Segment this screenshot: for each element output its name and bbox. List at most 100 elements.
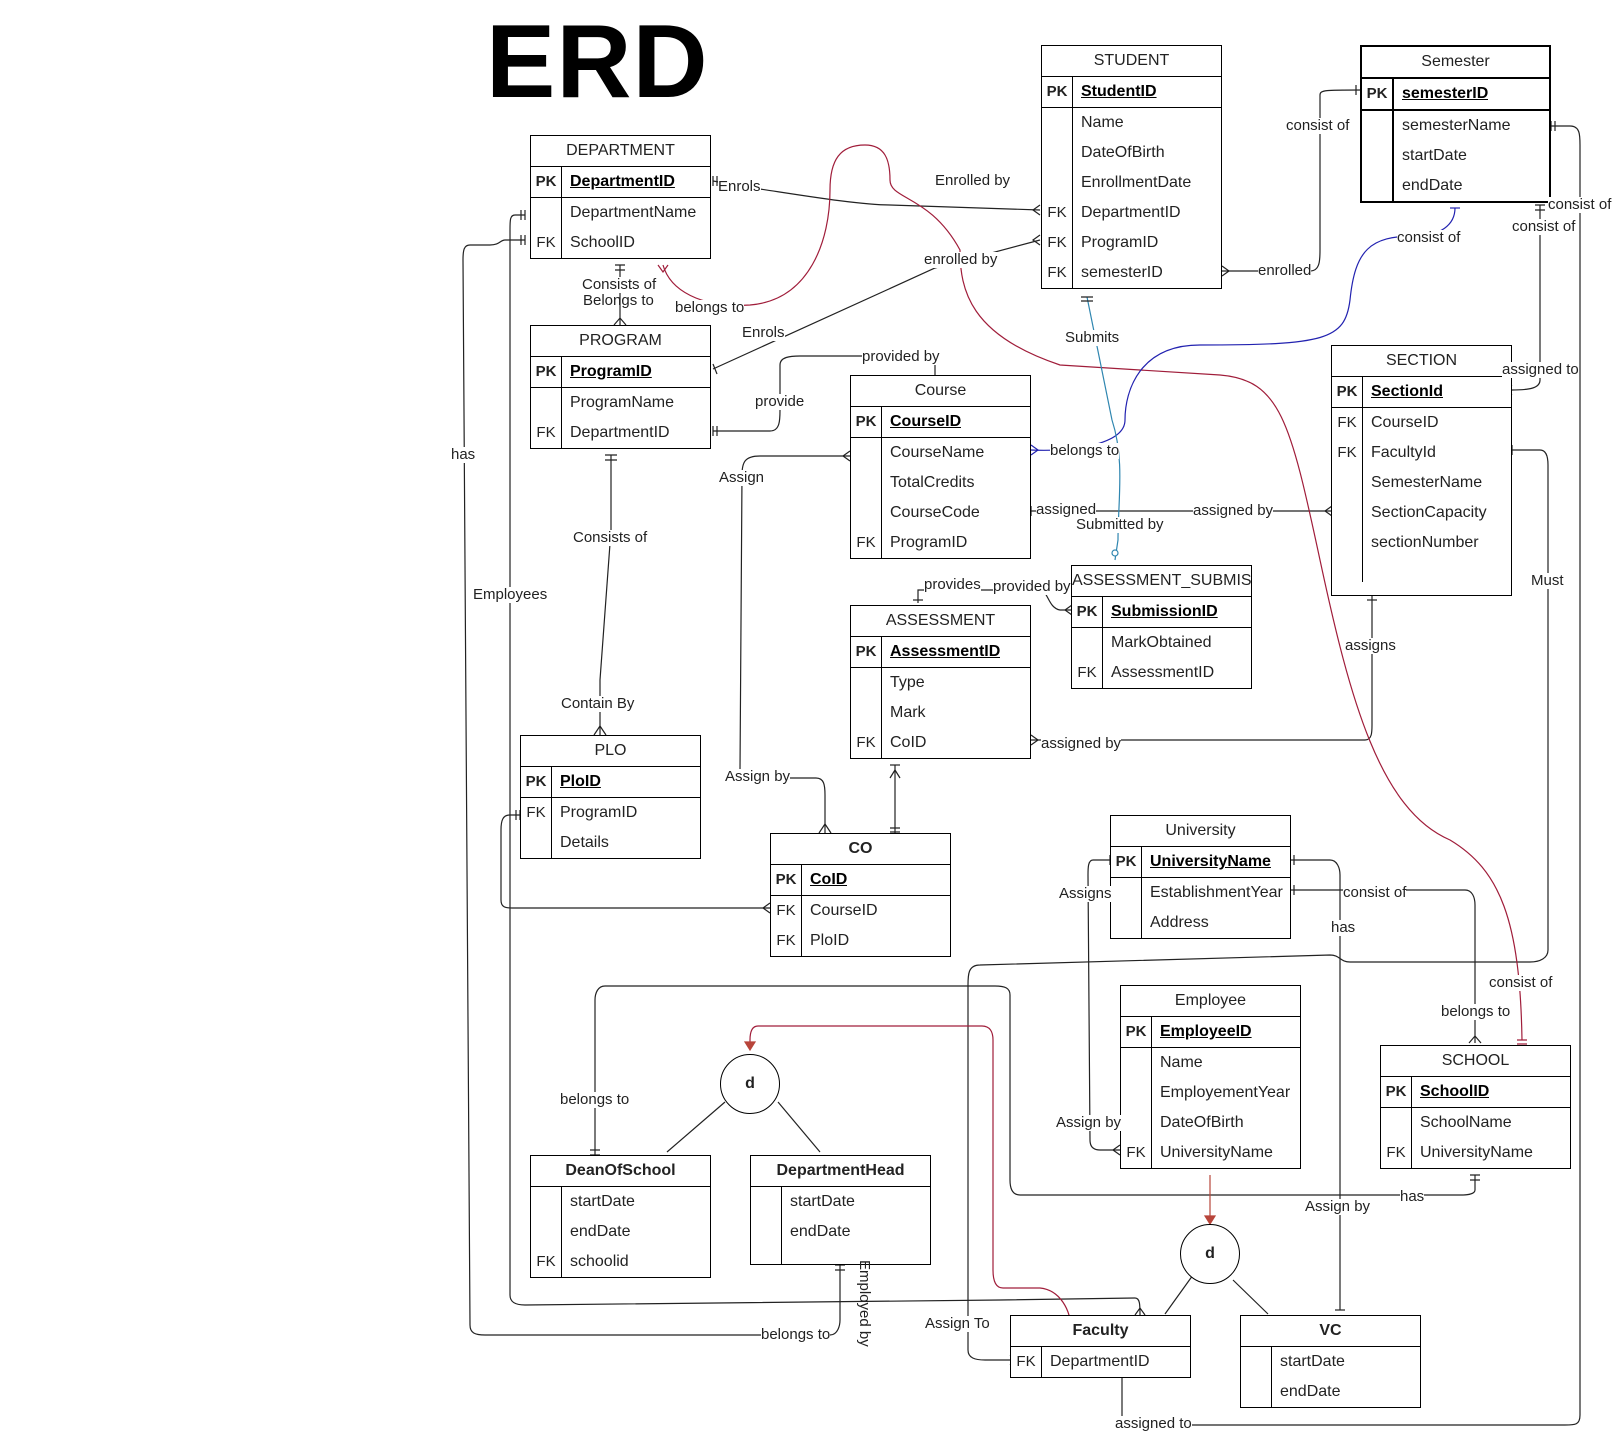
key-cell: FK — [1011, 1347, 1042, 1377]
field-name: UniversityName — [1420, 1144, 1533, 1161]
field-name: CourseID — [890, 413, 962, 430]
table-header: SCHOOL — [1381, 1046, 1570, 1077]
vc-table[interactable]: VC startDate endDate — [1240, 1315, 1421, 1408]
relationship-label: assigned to — [1502, 361, 1579, 378]
field-name: TotalCredits — [890, 474, 975, 491]
relationship-label: consist of — [1548, 196, 1612, 213]
relationship-label: consist of — [1286, 117, 1350, 134]
key-cell — [1042, 138, 1073, 168]
key-cell: FK — [851, 528, 882, 558]
key-cell — [1332, 468, 1363, 498]
field-name: CourseID — [810, 902, 878, 919]
field-name: startDate — [790, 1193, 855, 1210]
field-name: CoID — [810, 871, 848, 888]
table-header: DepartmentHead — [751, 1156, 930, 1187]
field-name: endDate — [1402, 177, 1463, 194]
table-header: ASSESSMENT — [851, 606, 1030, 637]
field-name: DateOfBirth — [1081, 144, 1165, 161]
field-name: CourseCode — [890, 504, 980, 521]
table-header: CO — [771, 834, 950, 865]
relationship-label: Enrols — [718, 178, 761, 195]
relationship-label: consist of — [1343, 884, 1407, 901]
relationship-label: Assign — [719, 469, 765, 486]
field-name: startDate — [1402, 147, 1467, 164]
table-header: Employee — [1121, 986, 1300, 1017]
key-cell — [521, 828, 552, 858]
faculty-table[interactable]: Faculty FK DepartmentID — [1010, 1315, 1191, 1378]
key-cell — [1381, 1108, 1412, 1138]
field-name: CoID — [890, 734, 927, 751]
field-name: DepartmentID — [1050, 1353, 1150, 1370]
relationship-label: Belongs to — [583, 292, 654, 309]
field-name: endDate — [570, 1223, 631, 1240]
field-name: EnrollmentDate — [1081, 174, 1192, 191]
relationship-label: Contain By — [561, 695, 635, 712]
key-cell: PK — [531, 357, 562, 387]
key-cell — [1111, 878, 1142, 908]
field-name: SectionCapacity — [1371, 504, 1487, 521]
relationship-label: provides — [924, 576, 981, 593]
field-name: ProgramName — [570, 394, 675, 411]
relationship-label: Submitted by — [1076, 516, 1164, 533]
field-name: MarkObtained — [1111, 634, 1212, 651]
key-cell: FK — [771, 896, 802, 926]
field-name: Type — [890, 674, 925, 691]
field-name: EmployeeID — [1160, 1023, 1252, 1040]
field-name: startDate — [570, 1193, 635, 1210]
field-name: semesterID — [1081, 264, 1163, 281]
field-name: ProgramID — [570, 363, 652, 380]
key-cell: FK — [521, 798, 552, 828]
key-cell: PK — [851, 637, 882, 667]
relationship-label: Must — [1531, 572, 1564, 589]
field-name: DepartmentID — [570, 173, 675, 190]
key-cell — [1072, 628, 1103, 658]
field-name: SectionId — [1371, 383, 1444, 400]
relationship-label: provided by — [993, 578, 1071, 595]
disjoint-circle: d — [1180, 1224, 1240, 1284]
key-cell: FK — [1042, 228, 1073, 258]
table-header: ASSESSMENT_SUBMISSION — [1072, 566, 1251, 597]
field-name: SchoolID — [570, 234, 635, 251]
key-cell — [1042, 108, 1073, 138]
key-cell — [751, 1217, 782, 1247]
field-name: StudentID — [1081, 83, 1157, 100]
key-cell — [1121, 1078, 1152, 1108]
key-cell — [851, 468, 882, 498]
table-header: DEPARTMENT — [531, 136, 710, 167]
relationship-label: Consists of — [573, 529, 648, 546]
key-cell — [1332, 498, 1363, 528]
table-header: Course — [851, 376, 1030, 407]
key-cell: FK — [771, 926, 802, 956]
field-name: endDate — [1280, 1383, 1341, 1400]
table-header: Faculty — [1011, 1316, 1190, 1347]
key-cell — [1121, 1108, 1152, 1138]
field-name: schoolid — [570, 1253, 629, 1270]
disjoint-circle: d — [720, 1054, 780, 1114]
key-cell: PK — [1042, 77, 1073, 107]
key-cell — [1362, 171, 1394, 201]
key-cell — [1042, 168, 1073, 198]
key-cell: FK — [531, 228, 562, 258]
key-cell: PK — [771, 865, 802, 895]
relationship-label: enrolled — [1258, 262, 1312, 279]
key-cell: FK — [531, 1247, 562, 1277]
key-cell: PK — [1111, 847, 1142, 877]
relationship-label: belongs to — [560, 1091, 630, 1108]
relationship-label: belongs to — [1050, 442, 1120, 459]
key-cell: PK — [531, 167, 562, 197]
department-head-table[interactable]: DepartmentHead startDate endDate — [750, 1155, 931, 1265]
